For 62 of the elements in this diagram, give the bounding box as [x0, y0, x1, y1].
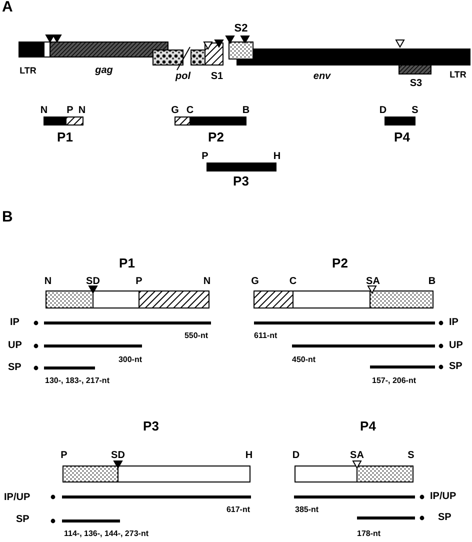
site-label: G: [171, 106, 179, 116]
fragment-size-label: 550-nt: [184, 332, 208, 340]
site-label: N: [203, 277, 211, 287]
site-label: N: [44, 277, 52, 287]
site-label: IP: [10, 318, 20, 328]
probe-name: P3: [143, 420, 159, 432]
probe-name: P2: [208, 130, 224, 144]
site-label: B: [242, 106, 250, 116]
site-label: S3: [410, 79, 422, 89]
site-label: H: [245, 451, 253, 461]
site-label: H: [273, 152, 281, 162]
site-label: P: [202, 152, 208, 162]
site-label: IP: [449, 318, 458, 328]
fragment-size-label: 611-nt: [254, 332, 278, 340]
site-label: N: [78, 106, 86, 116]
site-label: S: [408, 451, 414, 461]
site-label: S2: [234, 24, 248, 34]
site-label: C: [289, 277, 297, 287]
site-label: P: [60, 451, 68, 461]
probe-name: P1: [119, 256, 135, 270]
site-label: G: [251, 277, 259, 287]
probe-name: P4: [360, 420, 376, 432]
site-label: SP: [449, 362, 462, 372]
site-label: P: [66, 106, 74, 116]
site-label: S: [412, 106, 418, 116]
site-label: UP: [8, 341, 22, 351]
site-label: IP/UP: [430, 492, 456, 502]
site-label: B: [428, 277, 436, 287]
site-label: SD: [111, 451, 125, 461]
fragment-size-label: 157-, 206-nt: [372, 377, 416, 385]
site-label: SA: [366, 277, 380, 287]
site-label: N: [40, 106, 48, 116]
site-label: SP: [8, 363, 22, 373]
probe-name: P3: [233, 174, 249, 188]
site-label: LTR: [450, 70, 466, 80]
probe-name: P1: [57, 130, 73, 144]
site-label: SA: [350, 451, 364, 461]
site-label: S1: [210, 72, 224, 82]
site-label: LTR: [20, 66, 36, 76]
site-label: UP: [449, 341, 463, 351]
fragment-size-label: 300-nt: [118, 356, 142, 364]
site-label: D: [292, 451, 300, 461]
site-label: SP: [16, 515, 30, 525]
site-label: C: [186, 106, 194, 116]
site-label: env: [313, 72, 331, 82]
probe-name: P4: [394, 130, 410, 144]
fragment-size-label: 178-nt: [357, 530, 381, 538]
probe-name: P2: [332, 256, 348, 270]
panel-letter: B: [2, 210, 13, 224]
site-label: SP: [438, 513, 452, 523]
site-label: SD: [86, 277, 100, 287]
site-label: D: [379, 106, 387, 116]
fragment-size-label: 130-, 183-, 217-nt: [45, 377, 110, 385]
site-label: P: [136, 277, 142, 287]
fragment-size-label: 385-nt: [295, 506, 319, 514]
site-label: IP/UP: [4, 493, 30, 503]
fragment-size-label: 450-nt: [292, 356, 316, 364]
fragment-size-label: 617-nt: [226, 506, 250, 514]
fragment-size-label: 114-, 136-, 144-, 273-nt: [64, 530, 148, 538]
panel-letter: A: [2, 0, 13, 14]
site-label: gag: [95, 66, 113, 76]
site-label: pol: [176, 72, 190, 82]
